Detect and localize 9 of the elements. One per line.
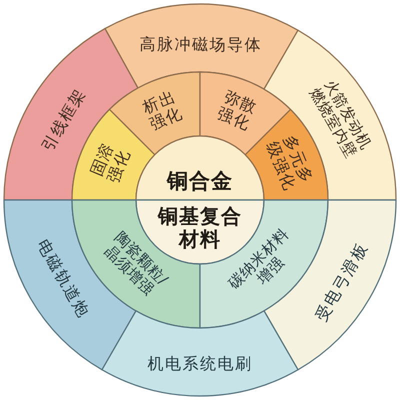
segment-label: 高脉冲磁场导体: [140, 35, 263, 55]
segment-label: 引线框架: [38, 84, 90, 155]
segment-label: 析出强化: [139, 87, 187, 136]
segment-label: 固溶强化: [87, 139, 136, 188]
segment-label: 机电系统电刷: [148, 354, 252, 374]
center-label: 铜合金: [167, 168, 233, 194]
segment-label: 受电弓滑板: [312, 240, 372, 324]
segment-label: 电磁轨道炮: [33, 236, 93, 322]
segment-label: 弥散强化: [213, 87, 261, 136]
